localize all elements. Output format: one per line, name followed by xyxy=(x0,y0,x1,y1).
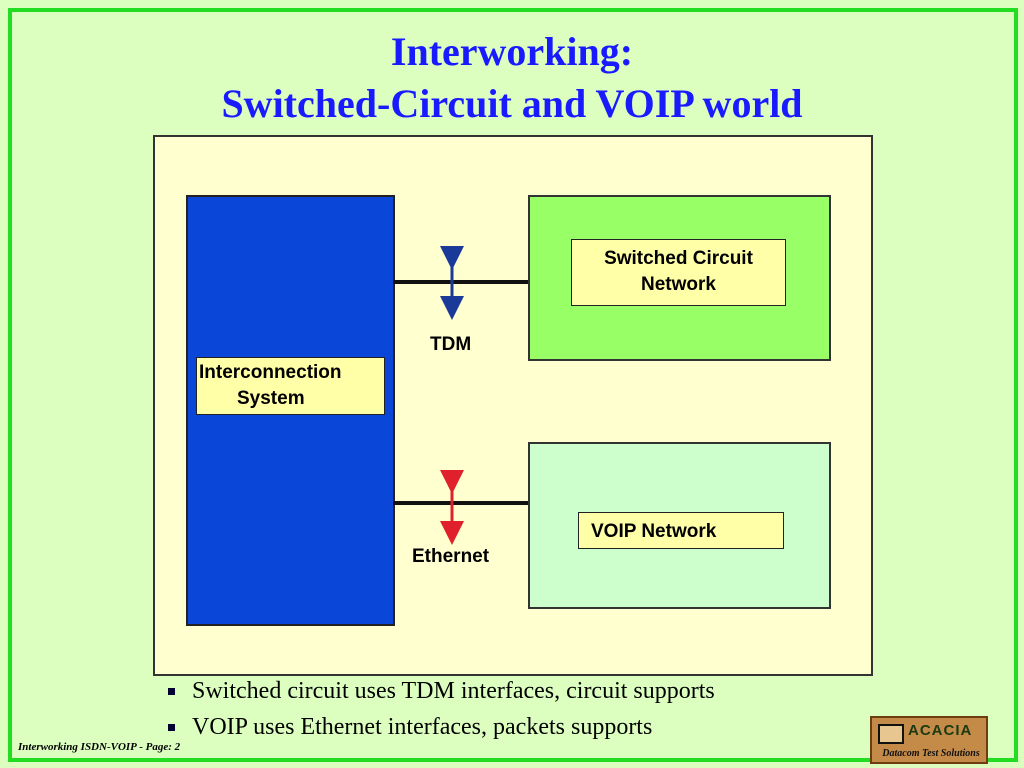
bullet-list: Switched circuit uses TDM interfaces, ci… xyxy=(162,676,715,748)
interconnection-label-line2: System xyxy=(237,388,305,409)
slide-title-line2: Switched-Circuit and VOIP world xyxy=(221,81,803,126)
slide-title-line1: Interworking: xyxy=(390,29,634,74)
voip-network-label: VOIP Network xyxy=(578,512,784,549)
bullet-icon xyxy=(168,688,175,695)
list-item: VOIP uses Ethernet interfaces, packets s… xyxy=(162,712,715,748)
bullet-text: VOIP uses Ethernet interfaces, packets s… xyxy=(192,714,653,740)
tdm-label: TDM xyxy=(430,334,472,355)
logo-tagline: Datacom Test Solutions xyxy=(882,748,980,759)
slide-frame xyxy=(8,8,1018,762)
switched-circuit-label-line1: Switched Circuit xyxy=(604,248,753,269)
bullet-icon xyxy=(168,724,175,731)
switched-circuit-label-line2: Network xyxy=(641,274,716,295)
list-item: Switched circuit uses TDM interfaces, ci… xyxy=(162,676,715,712)
interconnection-system-label: Interconnection System xyxy=(196,357,385,415)
logo-name: ACACIA xyxy=(908,722,973,739)
acacia-logo: ACACIA Datacom Test Solutions xyxy=(870,716,988,764)
interconnection-label-line1: Interconnection xyxy=(199,362,342,383)
acacia-tree-icon xyxy=(878,724,904,744)
ethernet-label: Ethernet xyxy=(412,546,490,567)
bullet-text: Switched circuit uses TDM interfaces, ci… xyxy=(192,678,715,704)
switched-circuit-network-label: Switched Circuit Network xyxy=(571,239,786,306)
slide-footer: Interworking ISDN-VOIP - Page: 2 xyxy=(18,741,181,753)
